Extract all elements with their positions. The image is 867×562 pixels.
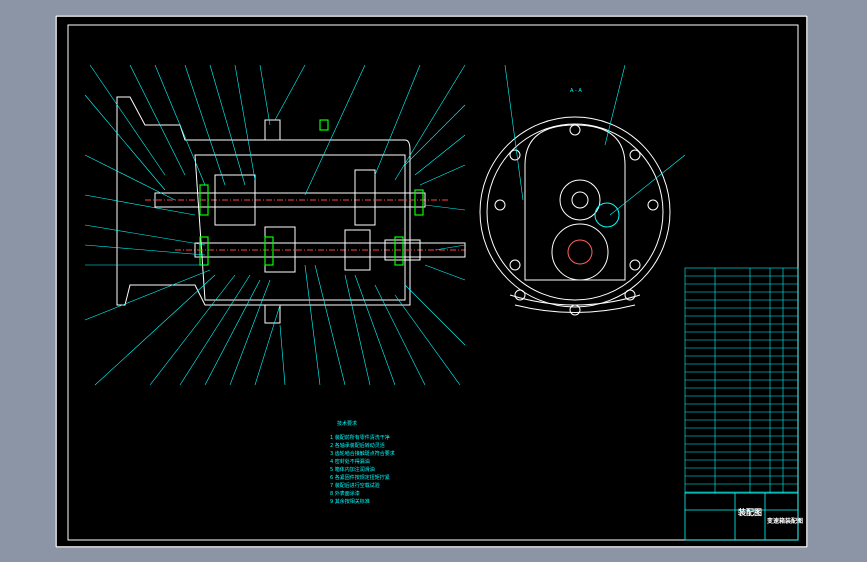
outer-border [55, 15, 808, 548]
note: 8 外表面涂漆 [330, 490, 360, 497]
note: 6 各紧固件按规定扭矩拧紧 [330, 474, 390, 481]
note: 4 密封处不得漏油 [330, 458, 370, 465]
side-leaders [504, 64, 686, 216]
note: 5 箱体内加注润滑油 [330, 466, 375, 473]
section-view [116, 96, 466, 324]
note: 3 齿轮啮合接触斑点符合要求 [330, 450, 395, 457]
title-block-subtitle: 变速箱装配图 [767, 517, 803, 525]
drawing-canvas[interactable]: A - A 技术要求 1 装配前所有零件清洗干净 2 各轴承装配后转动灵活 3 … [55, 15, 808, 548]
parts-list-rows [685, 275, 798, 493]
side-view [479, 116, 671, 316]
title-block-title: 装配图 [737, 507, 762, 517]
note: 2 各轴承装配后转动灵活 [330, 442, 385, 449]
leader-lines [84, 64, 466, 386]
note: 9 其余按相关标准 [330, 498, 370, 505]
parts-list [684, 267, 799, 494]
notes-title: 技术要求 [337, 420, 357, 427]
cad-drawing: A - A 技术要求 1 装配前所有零件清洗干净 2 各轴承装配后转动灵活 3 … [55, 15, 808, 548]
bearings [199, 119, 424, 266]
technical-notes: 技术要求 1 装配前所有零件清洗干净 2 各轴承装配后转动灵活 3 齿轮啮合接触… [330, 420, 395, 505]
title-block [684, 492, 799, 541]
section-label: A - A [570, 88, 582, 94]
note: 7 装配后进行空载试验 [330, 482, 380, 489]
note: 1 装配前所有零件清洗干净 [330, 434, 390, 441]
inner-border [67, 24, 799, 541]
